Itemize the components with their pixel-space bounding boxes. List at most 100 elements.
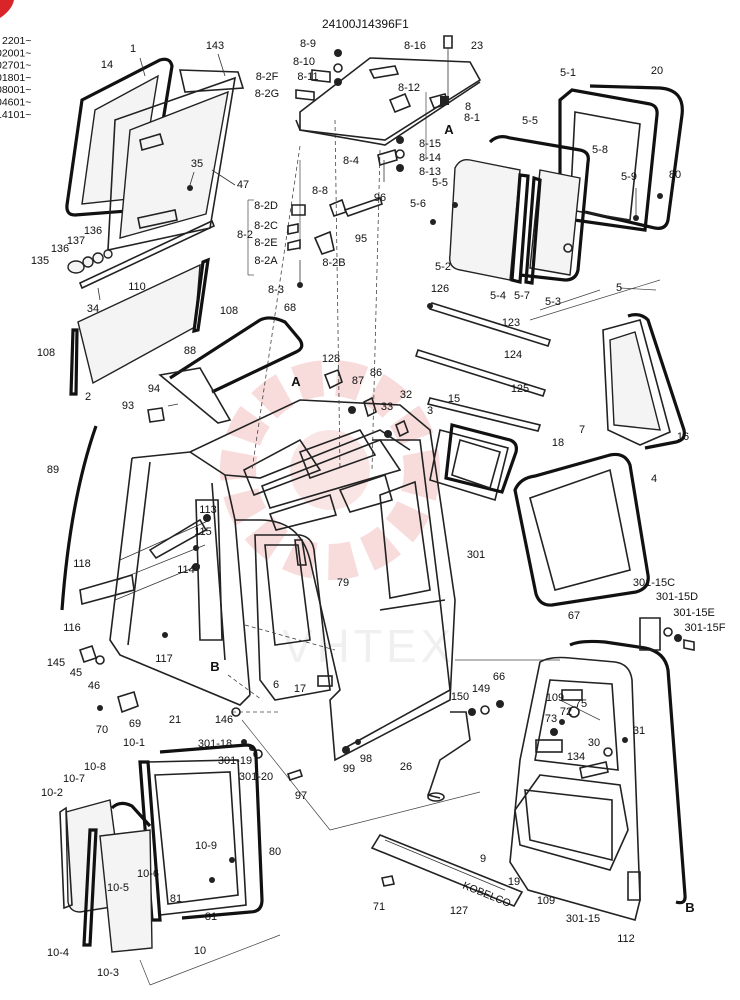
watermark: VHTEX — [220, 360, 455, 672]
part-label: 134 — [567, 751, 585, 763]
part-label: 8-3 — [268, 284, 284, 296]
part-label: 6 — [273, 679, 279, 691]
part-label: 108 — [220, 305, 238, 317]
right-door-assembly — [468, 617, 695, 921]
front-lower-glass — [69, 257, 210, 396]
latch-hardware — [67, 249, 113, 274]
part-label: 30 — [588, 737, 600, 749]
part-label: 127 — [450, 905, 468, 917]
front-seal-strip — [60, 425, 98, 611]
part-label: 5-2 — [435, 261, 451, 273]
part-label: 71 — [373, 901, 385, 913]
serial-range-text: 2201~ — [2, 35, 32, 47]
part-label: 69 — [129, 718, 141, 730]
part-label: 94 — [148, 383, 160, 395]
part-label: 66 — [493, 671, 505, 683]
part-label: 20 — [651, 65, 663, 77]
part-label: 31 — [633, 725, 645, 737]
part-label: 123 — [502, 317, 520, 329]
part-label: 1 — [130, 43, 136, 55]
part-label: 5-5 — [522, 115, 538, 127]
part-label: 10-3 — [97, 967, 119, 979]
part-label: 8-2B — [322, 257, 345, 269]
part-label: 8-15 — [419, 138, 441, 150]
part-label: 8-1 — [464, 112, 480, 124]
part-label: 8-2C — [254, 220, 278, 232]
part-label: 10-7 — [63, 773, 85, 785]
serial-range-text: 14101~ — [0, 109, 31, 121]
support-rods — [414, 302, 552, 432]
roof-hardware — [323, 368, 409, 438]
right-main-glass — [513, 452, 650, 607]
part-label: 8-2G — [255, 88, 279, 100]
part-label: 301 — [467, 549, 485, 561]
part-label: 34 — [87, 303, 99, 315]
part-label: 35 — [191, 158, 203, 170]
part-label: 98 — [360, 753, 372, 765]
part-label: 5-5 — [432, 177, 448, 189]
part-label: 116 — [63, 622, 81, 634]
part-label: 117 — [155, 653, 173, 665]
part-label: 14 — [101, 59, 113, 71]
part-label: 32 — [400, 389, 412, 401]
part-label: 5-1 — [560, 67, 576, 79]
part-label: 136 — [84, 225, 102, 237]
part-label: 301-15F — [685, 622, 726, 634]
part-label: 135 — [31, 255, 49, 267]
part-label: 8-2A — [254, 255, 278, 267]
part-label: 79 — [337, 577, 349, 589]
part-label: 8-2 — [237, 229, 253, 241]
part-label: 125 — [511, 383, 529, 395]
part-label: 8-9 — [300, 38, 316, 50]
part-label: 5-3 — [545, 296, 561, 308]
part-label: 5-7 — [514, 290, 530, 302]
part-label: 301-18 — [198, 738, 232, 750]
part-label: 4 — [651, 473, 657, 485]
part-label: 68 — [284, 302, 296, 314]
part-label: 126 — [431, 283, 449, 295]
part-label: 99 — [343, 763, 355, 775]
side-quarter-glass — [602, 313, 686, 450]
part-label: 87 — [352, 375, 364, 387]
serial-range-text: 02701~ — [0, 60, 31, 72]
part-label: 19 — [508, 876, 520, 888]
part-label: 10 — [194, 945, 206, 957]
part-label: 109 — [537, 895, 555, 907]
part-label: 301-15 — [566, 913, 600, 925]
part-label: 114 — [177, 564, 195, 576]
part-label: 146 — [215, 714, 233, 726]
part-label: 17 — [294, 683, 306, 695]
part-label: 15 — [448, 393, 460, 405]
part-label: 10-5 — [107, 882, 129, 894]
part-label: 23 — [471, 40, 483, 52]
part-label: 112 — [617, 933, 635, 945]
serial-range-list: 2201~02001~02701~01801~08001~04601~14101… — [0, 35, 32, 121]
part-label: 8-13 — [419, 166, 441, 178]
part-label: 124 — [504, 349, 522, 361]
part-label: 10-6 — [137, 868, 159, 880]
part-label: 149 — [472, 683, 490, 695]
part-label: 115 — [194, 526, 212, 538]
part-label: 301-15E — [673, 607, 715, 619]
part-label: 2 — [85, 391, 91, 403]
part-label: 8 — [465, 101, 471, 113]
diagram-title: 24100J14396F1 — [322, 17, 409, 31]
part-label: 26 — [400, 761, 412, 773]
part-label: 16 — [677, 431, 689, 443]
corner-mark-icon — [0, 0, 14, 18]
part-label: 136 — [51, 243, 69, 255]
part-label: 81 — [170, 893, 182, 905]
part-label: 95 — [355, 233, 367, 245]
part-label: 10-8 — [84, 761, 106, 773]
nameplate-text: KOBELCO — [461, 880, 513, 910]
small-window — [429, 422, 518, 502]
roof-seals — [158, 316, 304, 424]
part-label: 8-10 — [293, 56, 315, 68]
part-label: 118 — [73, 558, 91, 570]
part-label: 81 — [205, 911, 217, 923]
watermark-text: VHTEX — [282, 620, 455, 672]
part-label: 86 — [370, 367, 382, 379]
part-label: 33 — [381, 401, 393, 413]
left-door-glass-set — [59, 743, 281, 986]
right-window-set — [430, 84, 684, 321]
